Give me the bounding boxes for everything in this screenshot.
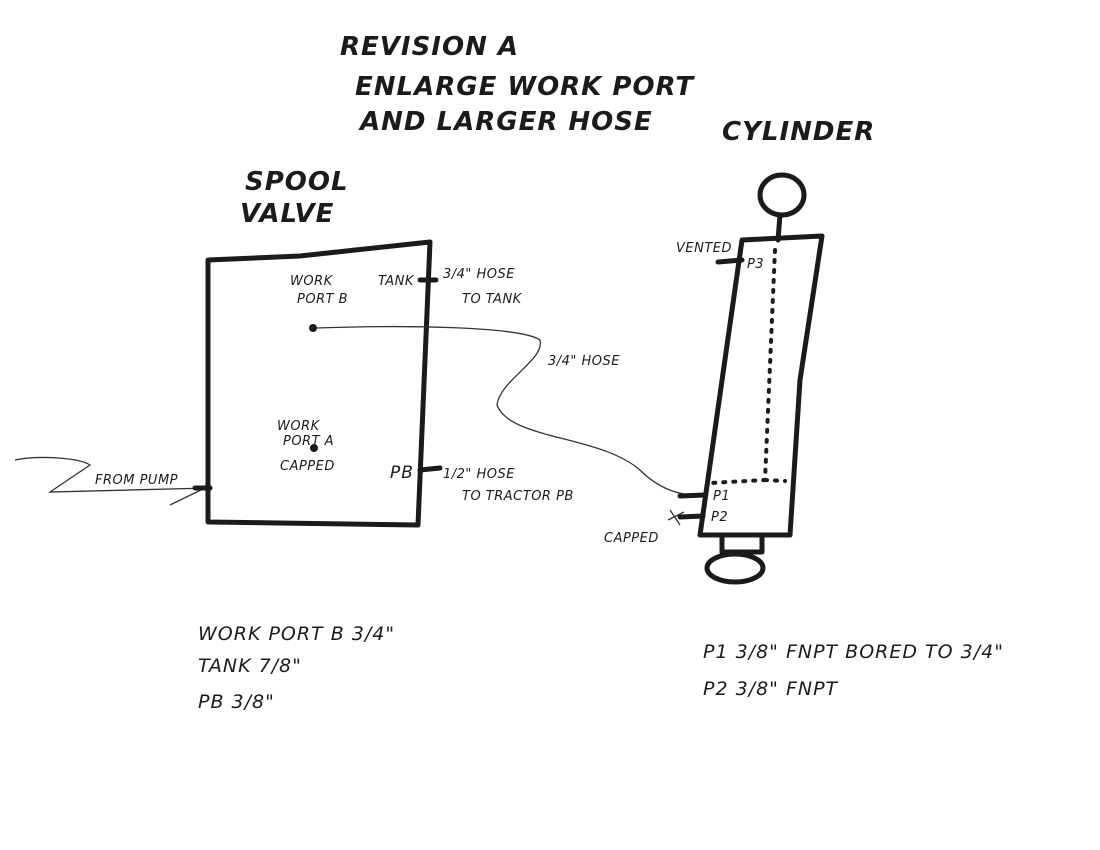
p2-label: P2 — [711, 510, 728, 525]
revision-title: REVISION A — [340, 32, 519, 62]
work-port-b-dot — [309, 324, 317, 332]
vented-label: VENTED — [676, 241, 732, 256]
pump-hose-tail — [169, 487, 206, 506]
work-port-b-label: WORK — [290, 274, 334, 289]
cylinder-rod-eye — [757, 172, 807, 218]
work-port-a-label: WORK — [277, 419, 321, 434]
p3-label: P3 — [747, 257, 764, 272]
p1-label: P1 — [713, 489, 730, 504]
work-port-a-label-2: PORT A — [283, 434, 334, 449]
p2-port — [677, 513, 706, 520]
cylinder-body — [697, 233, 825, 538]
pb-port — [417, 465, 443, 473]
connecting-hose-label: 3/4" HOSE — [548, 354, 620, 369]
note-pb: PB 3/8" — [198, 691, 275, 713]
cylinder-capped-label: CAPPED — [604, 531, 659, 546]
work-port-b-label-2: PORT B — [297, 292, 348, 307]
revision-line-3: AND LARGER HOSE — [358, 107, 653, 137]
piston-dotted-line — [708, 248, 787, 485]
tank-hose-label: 3/4" HOSE — [443, 267, 515, 282]
cylinder-base-eye — [704, 551, 766, 585]
note-p1: P1 3/8" FNPT BORED TO 3/4" — [703, 641, 1004, 663]
tank-hose-label-2: TO TANK — [462, 292, 523, 307]
work-port-a-capped: CAPPED — [280, 459, 335, 474]
capped-x-mark — [667, 509, 685, 526]
spool-valve-body — [205, 239, 433, 528]
note-p2: P2 3/8" FNPT — [703, 678, 839, 700]
cylinder-label: CYLINDER — [722, 117, 875, 147]
pb-hose-label: 1/2" HOSE — [443, 467, 515, 482]
pb-port-label: PB — [390, 463, 414, 483]
pb-hose-label-2: TO TRACTOR PB — [462, 489, 574, 504]
spool-label: SPOOL — [245, 167, 349, 197]
valve-label: VALVE — [240, 199, 334, 229]
note-work-port-b: WORK PORT B 3/4" — [198, 623, 395, 645]
revision-line-2: ENLARGE WORK PORT — [355, 72, 695, 102]
tank-port-label: TANK — [378, 274, 415, 289]
from-pump-label: FROM PUMP — [95, 473, 178, 488]
work-port-a-dot — [310, 444, 318, 452]
work-port-hose — [315, 325, 701, 497]
p3-port — [715, 257, 745, 265]
p1-port — [677, 492, 708, 499]
cylinder-base — [719, 535, 765, 555]
note-tank: TANK 7/8" — [198, 655, 302, 677]
pump-hose — [14, 456, 211, 493]
